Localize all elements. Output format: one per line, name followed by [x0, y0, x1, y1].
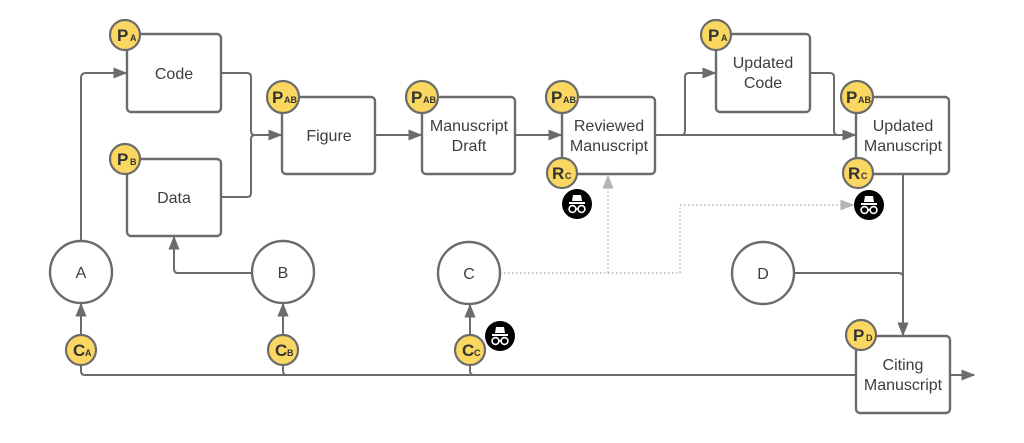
svg-text:AB: AB: [284, 95, 297, 105]
agent-d[interactable]: D: [730, 240, 796, 306]
edge-reviewed-to-updated-code: [680, 67, 717, 136]
badge-reviewed-reviewer: R C: [545, 156, 579, 190]
node-updated-code-label-line2: Code: [744, 75, 782, 92]
edge-citations-to-citing: [80, 365, 855, 376]
node-figure-label: Figure: [306, 128, 351, 145]
svg-text:P: P: [853, 326, 864, 345]
badge-citation-a: C A: [64, 333, 98, 367]
badge-updated-code-producer: P A: [699, 18, 733, 52]
badge-figure-producer: P AB: [265, 79, 301, 115]
incognito-icon: [561, 188, 593, 220]
agent-d-label: D: [757, 266, 769, 283]
svg-text:P: P: [846, 88, 857, 107]
svg-text:P: P: [411, 88, 422, 107]
svg-text:C: C: [462, 341, 474, 360]
svg-text:C: C: [73, 341, 85, 360]
node-manuscript-draft[interactable]: Manuscript Draft: [420, 95, 517, 176]
svg-text:D: D: [866, 333, 873, 343]
edge-b-to-data: [168, 235, 252, 274]
node-citing-manuscript-label-line1: Citing: [883, 357, 924, 374]
edge-c-to-updated-manuscript-dotted: [608, 199, 855, 274]
svg-text:A: A: [130, 33, 137, 43]
agent-a[interactable]: A: [48, 239, 114, 305]
svg-text:P: P: [708, 26, 719, 45]
edges: [75, 67, 976, 381]
node-data-label: Data: [157, 190, 191, 207]
svg-text:P: P: [551, 88, 562, 107]
badge-data-producer: P B: [108, 142, 142, 176]
svg-text:B: B: [287, 348, 294, 358]
edge-updated-code-to-updated-manuscript: [810, 72, 839, 136]
node-updated-manuscript[interactable]: Updated Manuscript: [854, 95, 951, 176]
badge-draft-producer: P AB: [404, 79, 440, 115]
svg-text:C: C: [861, 171, 868, 181]
svg-text:C: C: [474, 348, 481, 358]
svg-text:AB: AB: [423, 95, 436, 105]
node-updated-code[interactable]: Updated Code: [714, 32, 812, 114]
node-manuscript-draft-label-line1: Manuscript: [430, 118, 509, 135]
edge-d-to-citing: [794, 272, 904, 278]
svg-text:P: P: [117, 26, 128, 45]
svg-text:C: C: [275, 341, 287, 360]
node-code[interactable]: Code: [125, 32, 223, 114]
svg-text:A: A: [85, 348, 92, 358]
node-code-label: Code: [155, 66, 193, 83]
node-citing-manuscript-label-line2: Manuscript: [864, 377, 943, 394]
node-manuscript-draft-label-line2: Draft: [452, 138, 487, 155]
svg-text:B: B: [130, 157, 137, 167]
incognito-icon: [853, 189, 885, 221]
badge-updated-manuscript-producer: P AB: [839, 79, 875, 115]
badge-updated-manuscript-reviewer: R C: [841, 156, 875, 190]
edge-a-to-code: [80, 67, 128, 241]
node-updated-code-label-line1: Updated: [733, 55, 794, 72]
edge-cc-to-line: [469, 365, 475, 376]
agent-c[interactable]: C: [436, 240, 502, 306]
svg-text:C: C: [565, 171, 572, 181]
svg-text:R: R: [848, 164, 860, 183]
node-figure[interactable]: Figure: [280, 95, 377, 176]
edge-cb-to-line: [282, 365, 288, 376]
agent-a-label: A: [76, 265, 87, 282]
node-updated-manuscript-label-line1: Updated: [873, 118, 934, 135]
svg-text:R: R: [552, 164, 564, 183]
edge-c-to-reviewed-dotted: [500, 174, 614, 274]
agent-c-label: C: [463, 266, 475, 283]
node-reviewed-manuscript-label-line1: Reviewed: [574, 118, 644, 135]
badge-citation-c: C C: [453, 333, 487, 367]
node-updated-manuscript-label-line2: Manuscript: [864, 138, 943, 155]
badge-citation-b: C B: [266, 333, 300, 367]
agent-b-label: B: [278, 265, 289, 282]
badge-reviewed-producer: P AB: [544, 79, 580, 115]
svg-text:P: P: [272, 88, 283, 107]
node-reviewed-manuscript[interactable]: Reviewed Manuscript: [560, 95, 657, 176]
node-citing-manuscript[interactable]: Citing Manuscript: [854, 334, 952, 415]
badge-citing-producer: P D: [844, 318, 878, 352]
svg-text:P: P: [117, 150, 128, 169]
svg-text:AB: AB: [563, 95, 576, 105]
badge-code-producer: P A: [108, 18, 142, 52]
svg-text:AB: AB: [858, 95, 871, 105]
svg-text:A: A: [721, 33, 728, 43]
edge-data-to-figure: [221, 134, 256, 198]
node-data[interactable]: Data: [125, 157, 223, 238]
agent-b[interactable]: B: [250, 239, 316, 305]
incognito-icon: [484, 320, 516, 352]
node-reviewed-manuscript-label-line2: Manuscript: [570, 138, 649, 155]
